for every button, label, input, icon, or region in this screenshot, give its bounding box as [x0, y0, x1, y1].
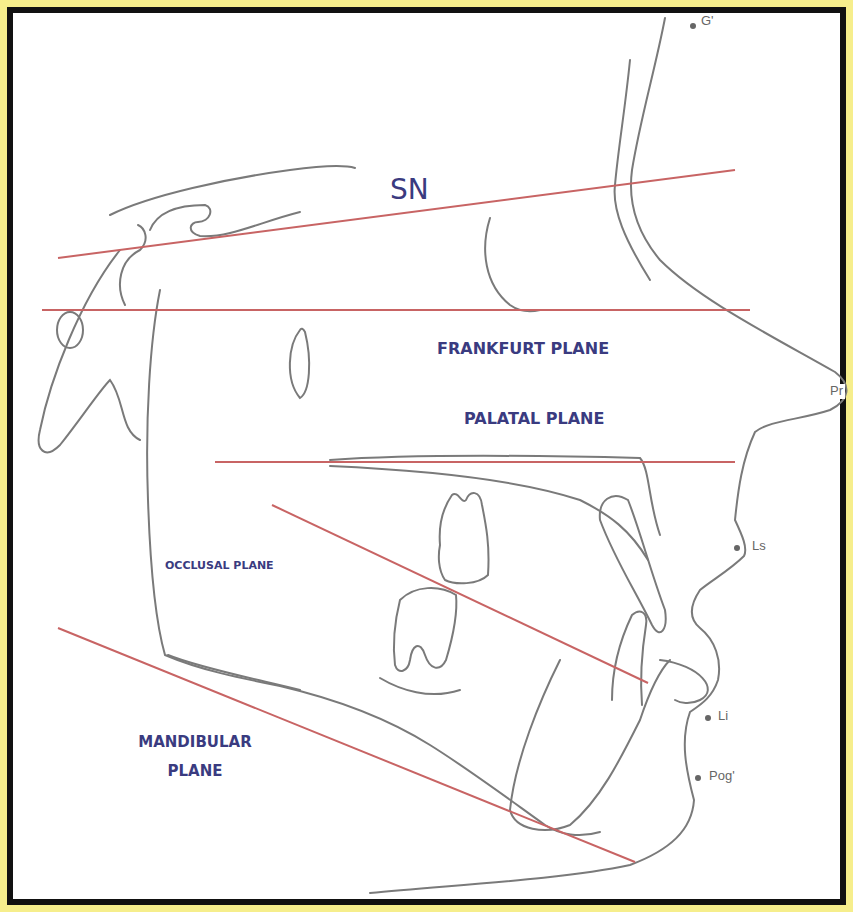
mandibular-line	[58, 628, 635, 862]
plane-label: OCCLUSAL PLANE	[163, 560, 276, 573]
landmark-label: Pog'	[707, 769, 737, 784]
occlusal-line	[272, 505, 648, 683]
plane-label: SN	[388, 174, 431, 206]
frame	[10, 10, 843, 902]
landmark-label: Ls	[750, 539, 768, 554]
plane-label: FRANKFURT PLANE	[435, 340, 611, 358]
frankfurt-line	[42, 309, 750, 311]
landmark-label: G'	[699, 14, 716, 29]
landmark-dots	[690, 23, 835, 781]
tracing-lines	[39, 18, 847, 893]
plane-label: MANDIBULAR PLANE	[128, 728, 262, 785]
landmark-label: Li	[716, 709, 730, 724]
sn-line	[58, 170, 735, 258]
reference-planes	[42, 170, 750, 862]
palatal-line	[215, 461, 735, 463]
landmark-label: Pr	[828, 384, 845, 399]
plane-label: PALATAL PLANE	[462, 410, 606, 428]
